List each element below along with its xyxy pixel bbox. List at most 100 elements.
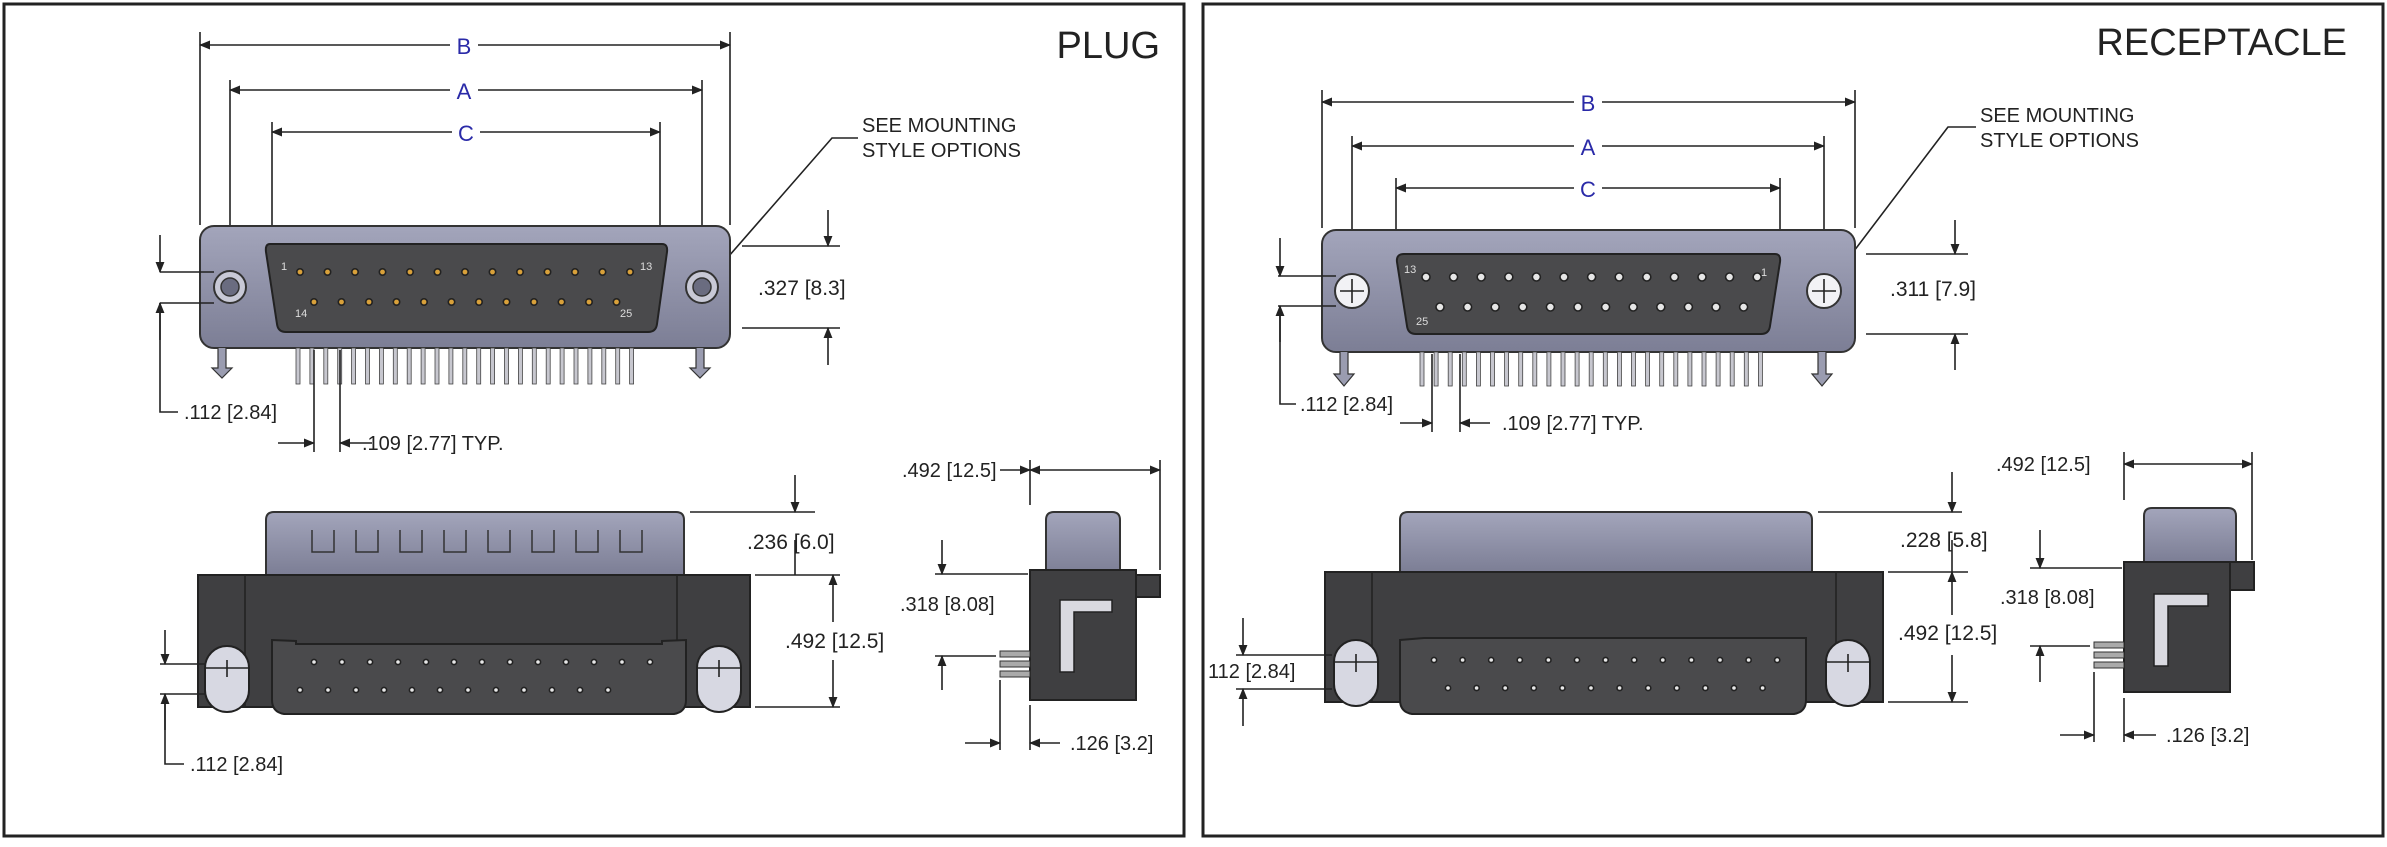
pin-tail xyxy=(615,347,621,385)
socket xyxy=(1531,272,1542,282)
plug-pin-label-25: 25 xyxy=(620,308,632,320)
pin xyxy=(447,297,456,306)
plug-bottom-pin-array xyxy=(296,658,654,694)
pin-tail xyxy=(1602,351,1608,387)
slot xyxy=(619,530,643,553)
pin xyxy=(1573,656,1581,664)
socket xyxy=(1738,302,1749,312)
plug-side-offset-label: .318 [8.08] xyxy=(900,594,995,616)
receptacle-bottom-left-hole xyxy=(1333,639,1379,707)
pin xyxy=(350,267,359,276)
pin xyxy=(618,658,626,666)
receptacle-panel: RECEPTACLE B A C SEE MOUNTING STYLE OPTI… xyxy=(1208,22,2347,747)
receptacle-mounting-note-1: SEE MOUNTING xyxy=(1980,105,2134,127)
pin xyxy=(433,267,442,276)
pin xyxy=(478,658,486,666)
plug-panel-frame xyxy=(2,2,1186,838)
pin-tail xyxy=(462,347,468,385)
pin-tail xyxy=(1701,351,1707,387)
pin-tail xyxy=(392,347,398,385)
pin-tail xyxy=(1447,351,1453,387)
pin xyxy=(295,267,304,276)
pin xyxy=(492,686,500,694)
pin xyxy=(1444,684,1452,692)
receptacle-mounting-note-2: STYLE OPTIONS xyxy=(1980,130,2139,152)
pin xyxy=(460,267,469,276)
pin xyxy=(557,297,566,306)
receptacle-hole-offset-label: .112 [2.84] xyxy=(1300,394,1393,416)
pin xyxy=(534,658,542,666)
pin xyxy=(1545,656,1552,664)
pin-tail xyxy=(490,347,496,385)
pin xyxy=(1487,656,1495,664)
pin xyxy=(419,297,428,306)
pin xyxy=(598,267,607,276)
plug-panel: PLUG B A C SEE MOUNTING STYLE OPTIONS 1 … xyxy=(155,25,1162,776)
socket xyxy=(1711,302,1721,312)
socket xyxy=(1614,272,1624,282)
plug-pin-array xyxy=(295,267,634,306)
pin-tail xyxy=(629,347,634,385)
pin-tail xyxy=(1673,351,1679,387)
plug-bottom-hole-offset-label: .112 [2.84] xyxy=(190,754,283,776)
receptacle-bottom-pin-array xyxy=(1430,656,1781,692)
plug-shell-height-label: .327 [8.3] xyxy=(758,277,846,300)
receptacle-dim-b-label: B xyxy=(1581,91,1596,116)
pin xyxy=(1602,656,1609,664)
pin xyxy=(464,686,472,694)
plug-pin-pitch-label: .109 [2.77] TYP. xyxy=(362,433,504,455)
socket xyxy=(1573,302,1583,312)
pin xyxy=(1673,684,1681,692)
receptacle-dim-c-label: C xyxy=(1580,177,1596,202)
receptacle-side-shell xyxy=(2143,507,2237,563)
pin-tail xyxy=(295,347,301,385)
pin xyxy=(1559,684,1566,692)
socket xyxy=(1628,302,1638,312)
pin xyxy=(1473,684,1480,692)
plug-mounting-leader xyxy=(707,137,858,281)
socket xyxy=(1683,302,1694,312)
socket xyxy=(1600,302,1611,312)
pin xyxy=(1688,656,1695,664)
plug-insert xyxy=(264,243,669,333)
pin-tail xyxy=(1433,351,1439,387)
pin xyxy=(1716,656,1724,664)
pin xyxy=(309,297,318,306)
receptacle-mounting-leader xyxy=(1831,126,1976,281)
pin-tail xyxy=(1504,351,1509,387)
pin-tail xyxy=(1461,351,1467,387)
pin xyxy=(392,297,401,306)
pin xyxy=(405,267,414,276)
pin-tail xyxy=(1631,351,1636,387)
socket xyxy=(1421,272,1431,282)
pin-tail xyxy=(1532,351,1538,387)
receptacle-insert xyxy=(1395,253,1782,335)
pin-tail xyxy=(448,347,454,385)
plug-bottom-right-hole xyxy=(696,645,742,713)
socket xyxy=(1586,272,1597,282)
pin xyxy=(1430,656,1438,664)
pin-tail xyxy=(587,347,593,385)
plug-pin-label-13: 13 xyxy=(640,261,652,273)
slot xyxy=(311,530,335,553)
pin-tail xyxy=(504,347,509,385)
pin xyxy=(1702,684,1709,692)
pin xyxy=(1530,684,1538,692)
socket xyxy=(1462,302,1473,312)
plug-dim-c-label: C xyxy=(458,121,474,146)
socket xyxy=(1697,272,1707,282)
pin xyxy=(548,686,556,694)
receptacle-top-height-label: .228 [5.8] xyxy=(1900,529,1988,552)
pin-tail xyxy=(378,347,384,385)
pin xyxy=(576,686,584,694)
socket xyxy=(1669,272,1680,282)
pin-tail xyxy=(1687,351,1693,387)
pin-tail xyxy=(476,347,482,385)
pin-tail xyxy=(406,347,412,385)
pin xyxy=(352,686,360,694)
pin xyxy=(474,297,483,306)
pin xyxy=(323,267,332,276)
pin xyxy=(1759,684,1766,692)
socket xyxy=(1476,272,1486,282)
